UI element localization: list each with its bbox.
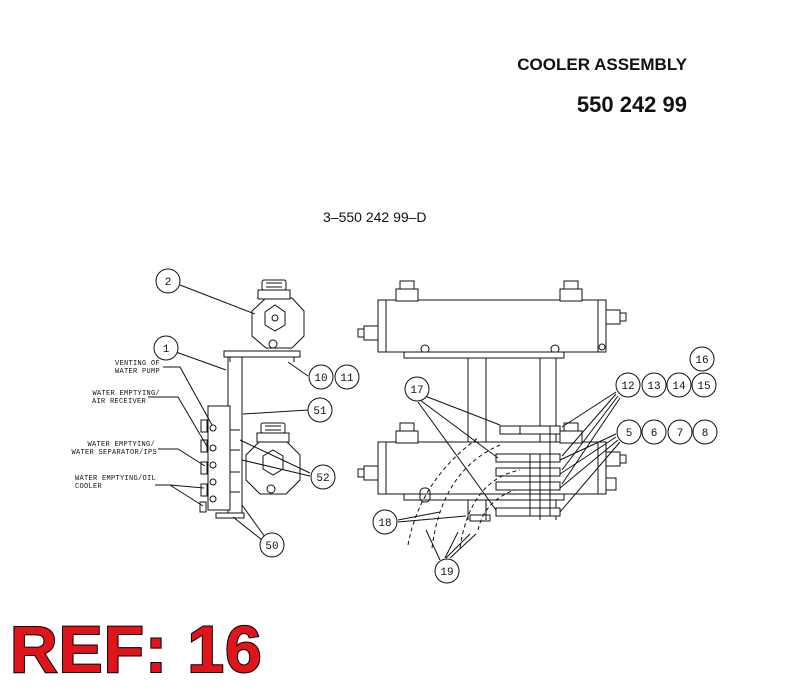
callout-bubble xyxy=(307,397,333,423)
callout-14: 14 xyxy=(672,381,686,393)
front-view xyxy=(357,280,627,549)
callout-bubble xyxy=(692,419,718,445)
callout-6: 6 xyxy=(651,428,658,440)
callout-bubble xyxy=(404,376,430,402)
callout-52: 52 xyxy=(316,473,329,485)
note-venting-line2: WATER PUMP xyxy=(115,368,160,376)
callout-bubble xyxy=(334,364,360,390)
callout-10: 10 xyxy=(314,373,327,385)
callout-5: 5 xyxy=(626,428,633,440)
callout-bubble xyxy=(308,364,334,390)
part-number: 550 242 99 xyxy=(576,92,687,117)
callout-bubble xyxy=(667,419,693,445)
callout-bubble xyxy=(155,268,181,294)
callout-bubble xyxy=(666,372,692,398)
callout-8: 8 xyxy=(702,428,709,440)
callout-51: 51 xyxy=(313,406,327,418)
callout-bubble xyxy=(153,335,179,361)
note-air-receiver-line1: WATER EMPTYING/ xyxy=(92,390,160,398)
note-water-separator-line1: WATER EMPTYING/ xyxy=(87,441,155,449)
callout-1: 1 xyxy=(163,344,170,356)
callout-18: 18 xyxy=(378,518,391,530)
drawing-number: 3–550 242 99–D xyxy=(323,209,427,225)
callout-bubble xyxy=(372,509,398,535)
callout-17: 17 xyxy=(410,385,423,397)
callout-bubble xyxy=(616,419,642,445)
callout-bubble xyxy=(615,372,641,398)
callout-bubble xyxy=(434,558,460,584)
reference-label: REF: 16 xyxy=(9,612,263,686)
callout-12: 12 xyxy=(621,381,634,393)
callout-11: 11 xyxy=(340,373,354,385)
callout-bubble xyxy=(691,372,717,398)
callout-19: 19 xyxy=(440,567,453,579)
assembly-title: COOLER ASSEMBLY xyxy=(517,55,687,74)
note-venting-line1: VENTING OF xyxy=(115,360,160,368)
callout-bubble xyxy=(310,464,336,490)
side-view xyxy=(148,279,305,519)
callout-2: 2 xyxy=(165,277,172,289)
note-air-receiver-line2: AIR RECEIVER xyxy=(92,398,147,406)
callout-15: 15 xyxy=(697,381,710,393)
note-water-separator-line2: WATER SEPARATOR/IPS xyxy=(71,449,157,457)
note-oil-cooler-line2: COOLER xyxy=(75,483,103,491)
callout-bubble xyxy=(259,532,285,558)
callout-50: 50 xyxy=(265,541,278,553)
callout-13: 13 xyxy=(647,381,660,393)
callout-bubble xyxy=(641,372,667,398)
callout-7: 7 xyxy=(677,428,684,440)
callout-bubble xyxy=(689,346,715,372)
callout-16: 16 xyxy=(695,355,708,367)
callout-bubble xyxy=(641,419,667,445)
note-oil-cooler-line1: WATER EMPTYING/OIL xyxy=(75,475,156,483)
